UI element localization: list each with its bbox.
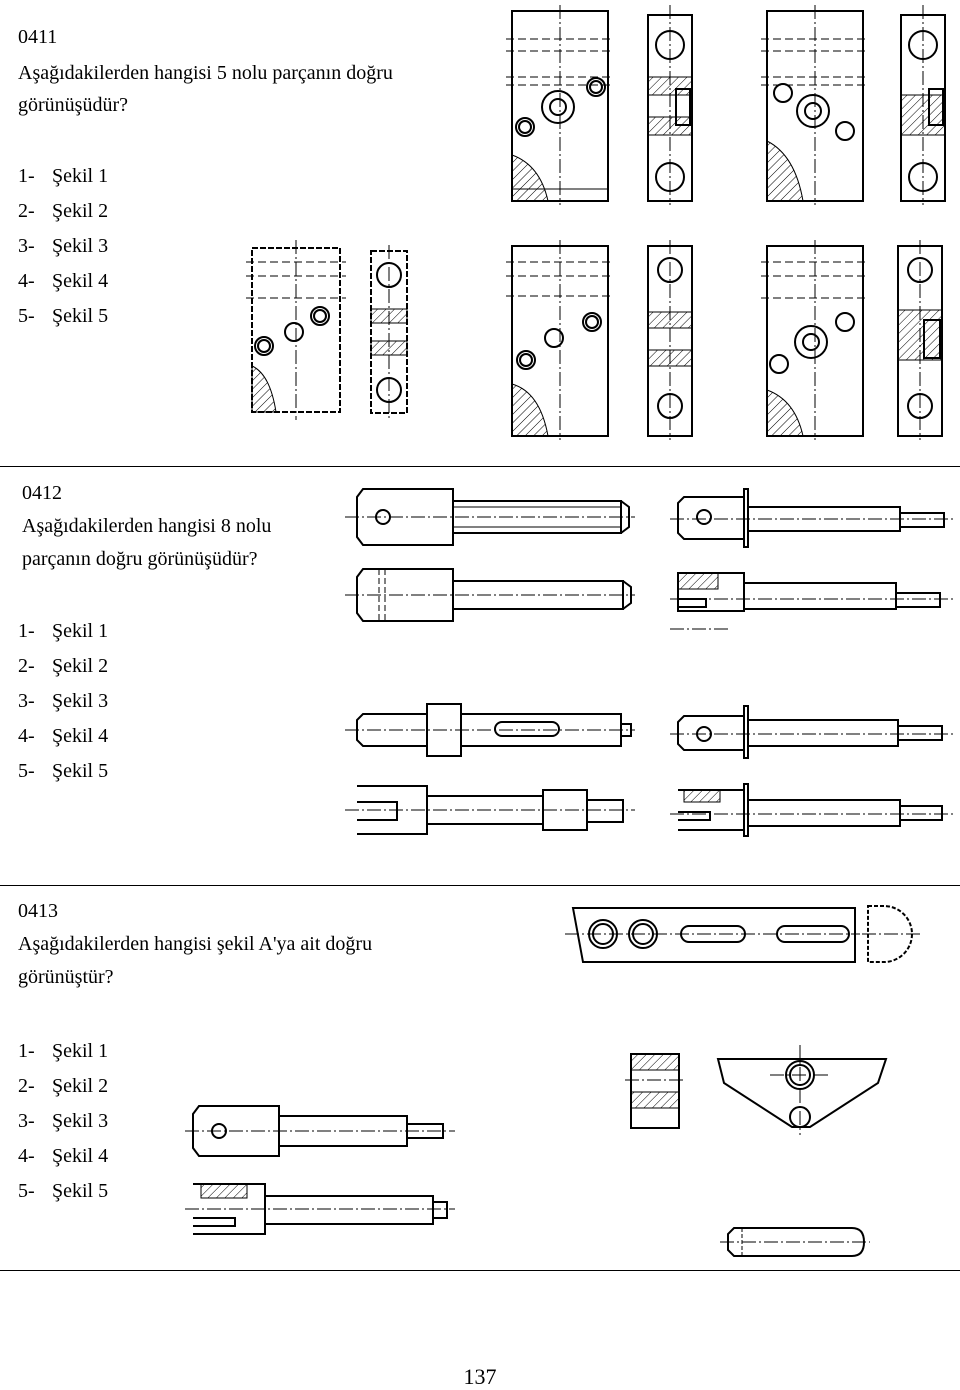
drawing-part-5-front-view-b xyxy=(755,5,875,205)
option-2[interactable]: 2-Şekil 2 xyxy=(18,655,109,677)
drawing-shaft-c xyxy=(345,565,635,625)
drawing-shaft-j xyxy=(185,1178,455,1243)
separator xyxy=(0,1270,960,1271)
option-3[interactable]: 3-Şekil 3 xyxy=(18,690,109,712)
page-number: 137 xyxy=(463,1364,497,1389)
separator xyxy=(0,885,960,886)
option-5[interactable]: 5-Şekil 5 xyxy=(18,305,109,327)
question-text: parçanın doğru görünüşüdür? xyxy=(22,548,258,570)
drawing-part-5-front-view-e xyxy=(755,240,875,440)
drawing-shaft-e xyxy=(345,700,635,760)
option-1[interactable]: 1-Şekil 1 xyxy=(18,620,109,642)
drawing-part-5-front-view-d xyxy=(500,240,620,440)
option-1[interactable]: 1-Şekil 1 xyxy=(18,165,109,187)
question-text: görünüştür? xyxy=(18,966,114,988)
drawing-shaft-d xyxy=(670,565,955,645)
separator xyxy=(0,466,960,467)
option-4[interactable]: 4-Şekil 4 xyxy=(18,270,109,292)
question-number: 0411 xyxy=(18,26,58,48)
drawing-part-5-side-view-a xyxy=(640,5,700,205)
option-3[interactable]: 3-Şekil 3 xyxy=(18,1110,109,1132)
drawing-triangle-plate xyxy=(710,1045,890,1135)
option-2[interactable]: 2-Şekil 2 xyxy=(18,200,109,222)
question-number: 0413 xyxy=(18,900,58,922)
drawing-part-5-side-view-e xyxy=(890,240,950,440)
question-number: 0412 xyxy=(22,482,62,504)
drawing-shaft-f xyxy=(670,700,955,760)
drawing-shaft-a xyxy=(345,485,635,550)
drawing-pin xyxy=(720,1222,870,1262)
drawing-part-5-side-view-d xyxy=(640,240,700,440)
option-4[interactable]: 4-Şekil 4 xyxy=(18,1145,109,1167)
option-2[interactable]: 2-Şekil 2 xyxy=(18,1075,109,1097)
question-text: Aşağıdakilerden hangisi şekil A'ya ait d… xyxy=(18,933,373,955)
drawing-figure-a-plate xyxy=(565,900,860,970)
drawing-part-5-front-view-c xyxy=(240,240,350,420)
drawing-figure-a-end-view xyxy=(862,900,922,970)
question-text: Aşağıdakilerden hangisi 8 nolu xyxy=(22,515,272,537)
drawing-shaft-i xyxy=(185,1100,455,1165)
option-5[interactable]: 5-Şekil 5 xyxy=(18,760,109,782)
drawing-part-5-front-view-a xyxy=(500,5,620,205)
drawing-block-hatched xyxy=(625,1050,685,1132)
question-text: görünüşüdür? xyxy=(18,94,128,116)
option-1[interactable]: 1-Şekil 1 xyxy=(18,1040,109,1062)
question-text: Aşağıdakilerden hangisi 5 nolu parçanın … xyxy=(18,62,393,84)
drawing-part-5-side-view-b xyxy=(895,5,955,205)
drawing-shaft-g xyxy=(345,780,635,845)
option-5[interactable]: 5-Şekil 5 xyxy=(18,1180,109,1202)
drawing-shaft-b xyxy=(670,485,955,550)
option-4[interactable]: 4-Şekil 4 xyxy=(18,725,109,747)
option-3[interactable]: 3-Şekil 3 xyxy=(18,235,109,257)
drawing-shaft-h xyxy=(670,780,955,845)
drawing-part-5-side-view-c xyxy=(365,245,415,420)
